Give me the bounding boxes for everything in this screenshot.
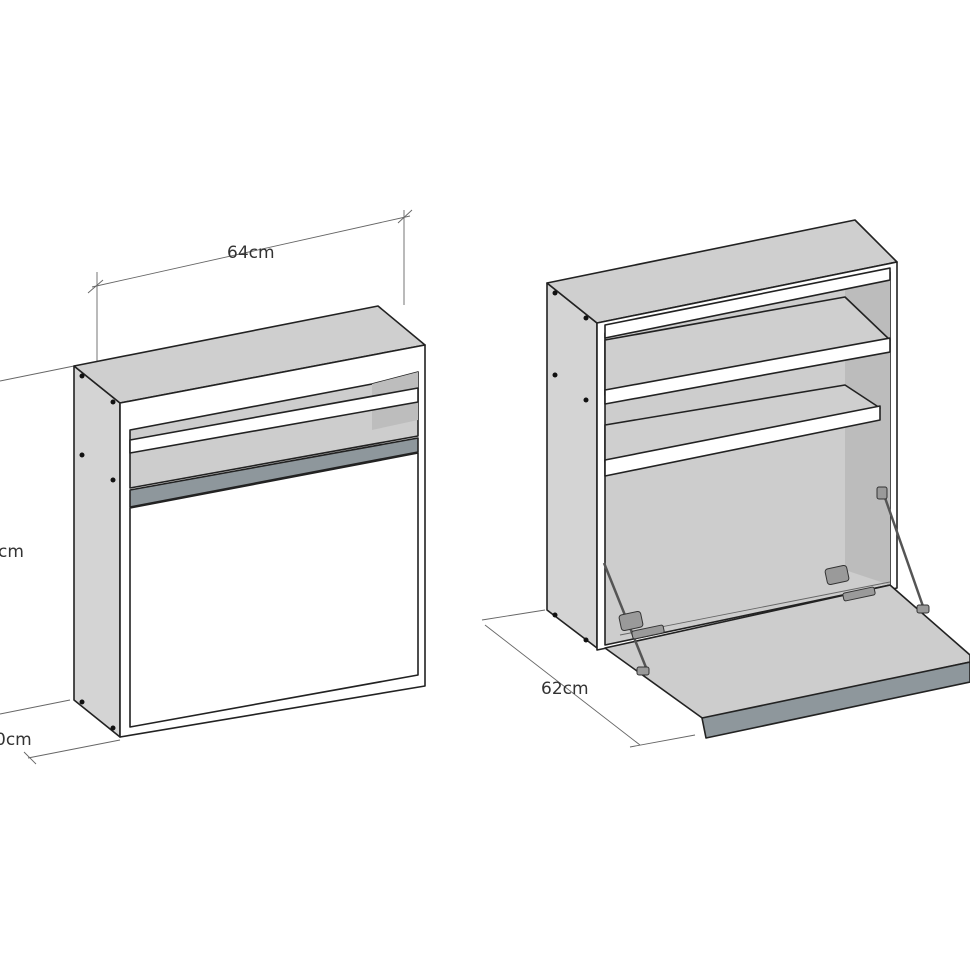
depth-label: 0cm [0,730,32,750]
shelf [129,387,419,454]
screw-dots [79,373,116,731]
height-dimension-line [0,365,75,715]
depth-dimension-line [481,609,696,748]
flap-hinge-line [619,581,891,636]
closed-cabinet: 64cm cm 0cm [0,209,426,765]
shelf-top [604,267,891,339]
hinges [618,486,930,676]
open-cabinet: 62cm [481,219,970,748]
depth-dimension-line [23,739,121,765]
flap-handle [701,661,970,739]
shelf-2-edge [604,405,881,477]
width-label: 64cm [227,243,275,263]
shelf-1-edge [604,337,891,405]
height-label: cm [0,542,24,562]
side-panel [546,282,598,649]
door [129,452,419,728]
width-dimension-line [87,209,413,362]
screw-dots [552,290,589,643]
door-handle [129,437,419,508]
depth-open-label: 62cm [541,679,589,699]
side-panel [73,365,121,738]
